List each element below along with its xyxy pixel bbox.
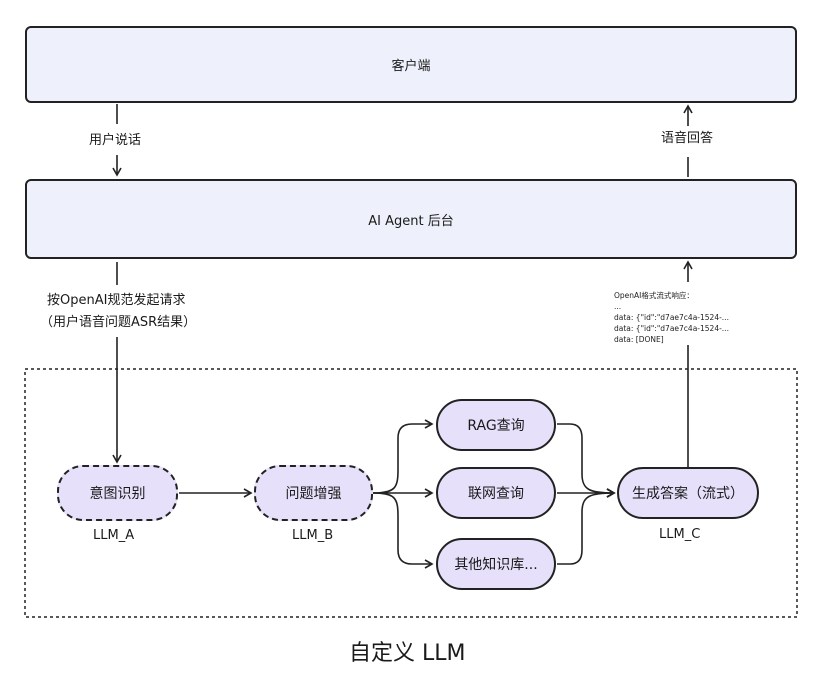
- custom-llm-group-frame: [24, 368, 798, 618]
- request-label-line1: 按OpenAI规范发起请求: [47, 293, 186, 308]
- group-title: 自定义 LLM: [349, 641, 466, 666]
- rag-node: RAG查询: [436, 399, 556, 451]
- stream-response-line3: data: [DONE]: [614, 335, 664, 344]
- arrow-enhance-to-other: [372, 492, 434, 569]
- web-node-label: 联网查询: [468, 486, 524, 502]
- request-label-line2: （用户语音问题ASR结果）: [40, 315, 197, 330]
- agent-box: AI Agent 后台: [25, 179, 797, 259]
- other-kb-node: 其他知识库...: [436, 538, 556, 590]
- arrow-enhance-to-rag: [372, 419, 434, 494]
- stream-response-title: OpenAI格式流式响应：: [614, 291, 694, 300]
- agent-label: AI Agent 后台: [368, 213, 454, 229]
- intent-node: 意图识别: [57, 465, 178, 521]
- voice-reply-label: 语音回答: [661, 131, 714, 146]
- web-node: 联网查询: [436, 467, 556, 519]
- stream-response-ellipsis: ...: [614, 302, 622, 311]
- generate-node: 生成答案（流式）: [617, 467, 759, 519]
- rag-node-label: RAG查询: [467, 418, 525, 434]
- user-speech-label: 用户说话: [89, 133, 142, 148]
- arrow-rag-to-generate: [557, 423, 616, 498]
- client-box: 客户端: [25, 26, 797, 103]
- other-kb-node-label: 其他知识库...: [454, 557, 538, 573]
- client-label: 客户端: [391, 59, 431, 74]
- enhance-node-label: 问题增强: [285, 486, 342, 502]
- generate-node-label: 生成答案（流式）: [632, 486, 744, 502]
- stream-response-line2: data: {"id":"d7ae7c4a-1524-...: [614, 324, 729, 333]
- arrow-other-to-generate: [557, 488, 616, 565]
- stream-response-line1: data: {"id":"d7ae7c4a-1524-...: [614, 313, 729, 322]
- intent-node-caption: LLM_A: [93, 528, 135, 543]
- generate-node-caption: LLM_C: [659, 527, 701, 542]
- enhance-node-caption: LLM_B: [292, 528, 334, 543]
- intent-node-label: 意图识别: [89, 486, 146, 502]
- enhance-node: 问题增强: [254, 465, 373, 521]
